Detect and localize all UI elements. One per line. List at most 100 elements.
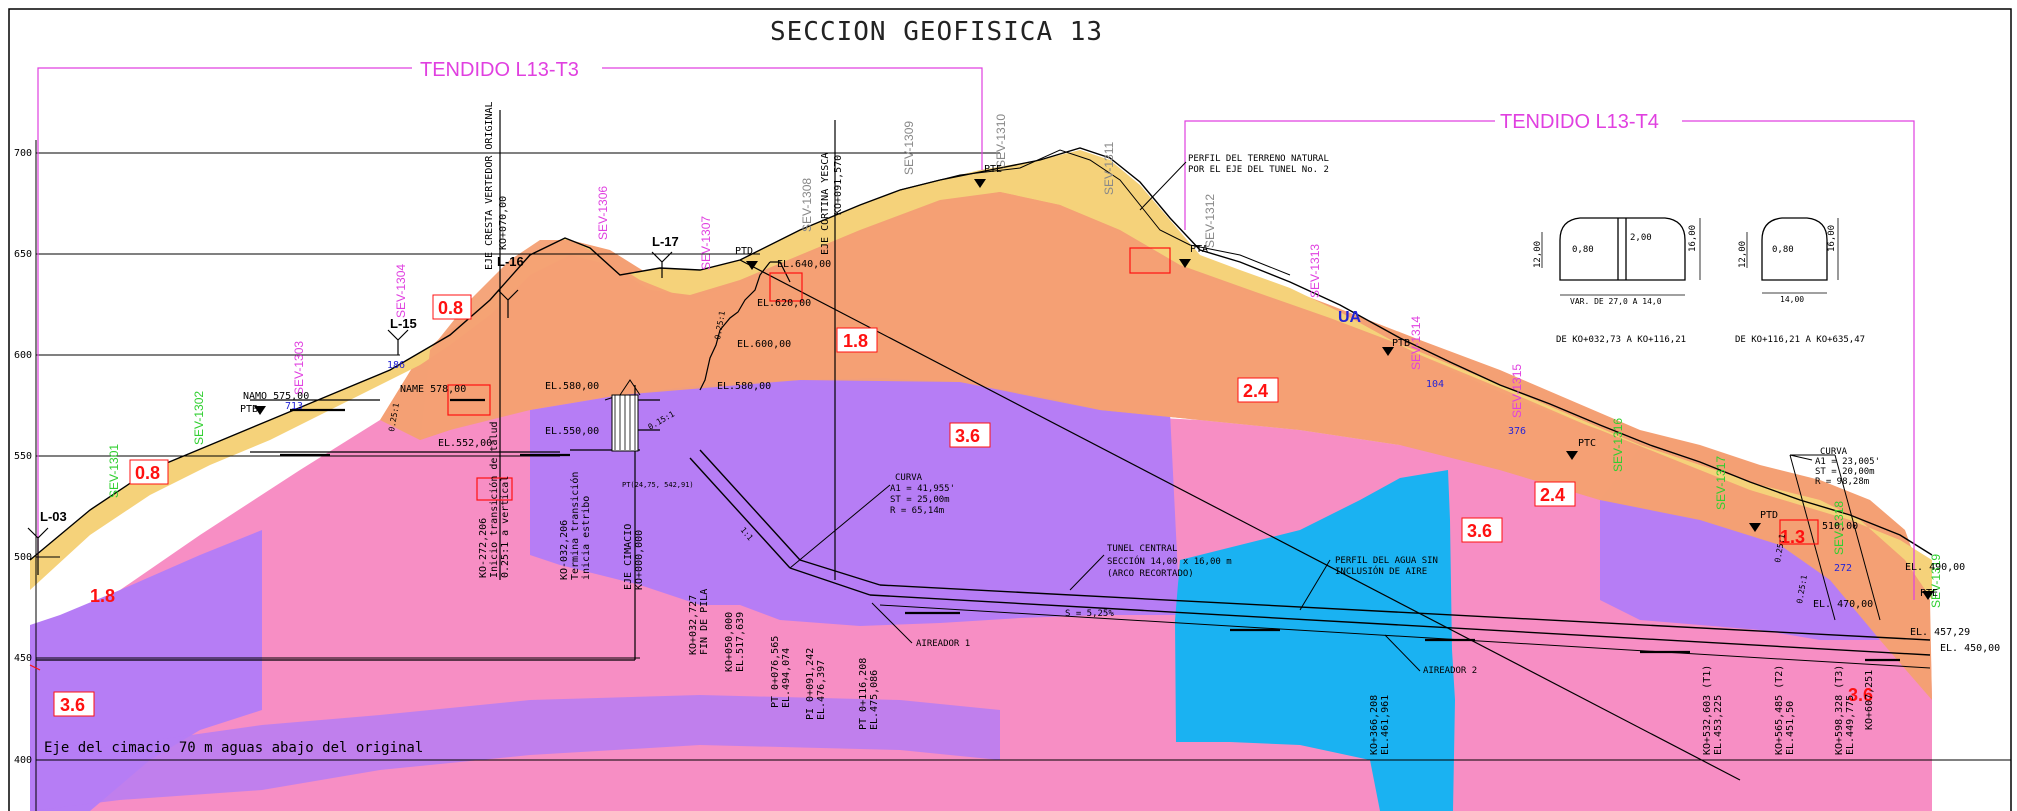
blue-376: 376: [1508, 426, 1526, 437]
tunnel-section-1-labels: 0,80 2,00 12,00 16,00 VAR. DE 27,0 A 14,…: [1533, 225, 1698, 345]
resistivity-3.6-a: 3.6: [60, 695, 85, 715]
layer-purple-right: [1600, 500, 1880, 640]
spread-t4-label: TENDIDO L13-T4: [1500, 111, 1659, 133]
sec1-w1: 0,80: [1572, 245, 1594, 255]
station-pte-1: PTE: [984, 164, 1002, 175]
resistivity-2.4-b: 2.4: [1540, 485, 1565, 505]
pi-091-a: PI 0+091,242: [805, 648, 816, 720]
sev-labels: SEV-1301 SEV-1302 SEV-1303 SEV-1304 SEV-…: [107, 114, 1943, 608]
drawing-frame: [8, 8, 2012, 811]
pt-116-a: PT 0+116,208: [858, 658, 869, 730]
sev-1310: SEV-1310: [994, 114, 1008, 168]
resistivity-0.8-a: 0.8: [438, 298, 463, 318]
ko-050-b: EL.517,639: [735, 612, 746, 672]
spread-t4: [1184, 120, 1915, 600]
station-pte-2: PTE: [1920, 588, 1938, 599]
eje-cimacio-b: KO+000,000: [634, 530, 645, 590]
resistivity-1.8-b: 1.8: [843, 331, 868, 351]
blue-104: 104: [1426, 379, 1444, 390]
pt-076-a: PT 0+076,565: [770, 636, 781, 708]
ko-032-b: Termina transición: [569, 472, 581, 580]
layer-cyan: [1175, 470, 1455, 811]
sev-1307: SEV-1307: [699, 216, 713, 270]
sec1-w2: 2,00: [1630, 233, 1652, 243]
resistivity-0.8-b: 0.8: [135, 463, 160, 483]
layer-purple-mid: [530, 375, 1180, 626]
curva1-title: CURVA: [895, 473, 923, 483]
curva2-a: A1 = 23,005': [1815, 457, 1880, 467]
sev-1304: SEV-1304: [394, 264, 408, 318]
sec2-w1: 0,80: [1772, 245, 1794, 255]
line-l16: L-16: [497, 254, 524, 269]
curva2-title: CURVA: [1820, 447, 1848, 457]
blue-numbers: 713 186 104 376 272: [285, 360, 1852, 574]
tunel-2: SECCIÓN 14,00 x 16,00 m: [1107, 555, 1232, 567]
tick-550: 550: [14, 451, 32, 462]
ko-070: KO+070,00: [498, 196, 509, 250]
name: NAME 578,00: [400, 384, 466, 395]
ko-366-a: KO+366,208: [1369, 695, 1380, 755]
pt-076-b: EL.494,074: [781, 648, 792, 708]
line-l15: L-15: [390, 316, 417, 331]
tunel-3: (ARCO RECORTADO): [1107, 569, 1194, 579]
station-labels: PTB PTD PTE PTA PTB PTC PTD PTE: [240, 164, 1938, 599]
namo: NAMO 575,00: [243, 391, 309, 402]
el-510: 510,00: [1822, 521, 1858, 532]
sec1-h-right: 16,00: [1688, 225, 1698, 252]
water-level-marks: [280, 398, 1900, 662]
resistivity-1.3: 1.3: [1780, 527, 1805, 547]
tunnel-section-2: [1746, 217, 1839, 294]
sev-1312: SEV-1312: [1203, 194, 1217, 248]
curva1-st: ST = 25,00m: [890, 495, 950, 505]
ko-032-c: inicia estribo: [581, 496, 592, 580]
ko-598-b: EL.449,775: [1845, 695, 1856, 755]
resistivity-2.4-a: 2.4: [1243, 381, 1268, 401]
layer-purple-left: [30, 530, 262, 811]
curva2-st: ST = 20,00m: [1815, 467, 1875, 477]
ko-032727-b: FIN DE PILA: [699, 589, 710, 655]
tick-400: 400: [14, 755, 32, 766]
sev-1301: SEV-1301: [107, 444, 121, 498]
blue-713: 713: [285, 401, 303, 412]
sec2-width: 14,00: [1780, 295, 1804, 304]
ko-565-a: KO+565,485 (T2): [1774, 665, 1785, 755]
sev-1303: SEV-1303: [292, 341, 306, 395]
red-marker-boxes: [29, 247, 1819, 671]
ko-607: KO+607,251: [1864, 670, 1875, 730]
el-490: EL. 490,00: [1905, 562, 1965, 573]
sev-1308: SEV-1308: [800, 178, 814, 232]
pt-116-b: EL.475,086: [869, 670, 880, 730]
station-ptd-2: PTD: [1760, 510, 1778, 521]
spread-t3-label: TENDIDO L13-T3: [420, 59, 579, 81]
agua-2: INCLUSIÓN DE AIRE: [1335, 565, 1427, 577]
ko-272-c: 0.25:1 a vertical: [500, 476, 511, 578]
curva1-r: R = 65,14m: [890, 506, 944, 516]
sev-1311: SEV-1311: [1102, 142, 1116, 195]
note-leaders: [789, 161, 1813, 672]
eje-cresta: EJE CRESTA VERTEDOR ORIGINAL: [484, 101, 495, 270]
el-550: EL.550,00: [545, 426, 599, 437]
ko-598-a: KO+598,328 (T3): [1834, 665, 1845, 755]
ko-565-b: EL.451,50: [1785, 701, 1796, 755]
ko-032-a: KO-032,206: [559, 520, 570, 580]
el-450: EL. 450,00: [1940, 643, 2000, 654]
ua-label: UA: [1338, 309, 1362, 326]
sev-1306: SEV-1306: [596, 186, 610, 240]
pi-091-b: EL.476,397: [816, 660, 827, 720]
tunnel-section-1: [1541, 217, 1701, 296]
eje-cortina: EJE CORTINA YESCA: [820, 153, 831, 255]
station-markers: [254, 179, 1934, 600]
el-470: EL. 470,00: [1813, 599, 1873, 610]
ko-532-a: KO+532,603 (T1): [1702, 665, 1713, 755]
sev-1302: SEV-1302: [192, 391, 206, 445]
station-ptb-2: PTB: [1392, 338, 1410, 349]
eje-cimacio-note: Eje del cimacio 70 m aguas abajo del ori…: [44, 740, 423, 756]
tick-450: 450: [14, 653, 32, 664]
resistivity-1.8-a: 1.8: [90, 586, 115, 606]
elevation-grid: [35, 140, 2011, 811]
resistivity-values: 0.8 0.8 1.8 1.8 3.6 3.6 2.4 2.4 3.6 1.3 …: [53, 294, 1873, 717]
notes: PERFIL DEL TERRENO NATURAL POR EL EJE DE…: [890, 154, 1880, 676]
spillway-steps: [36, 110, 836, 661]
el-600: EL.600,00: [737, 339, 791, 350]
sev-1309: SEV-1309: [902, 121, 916, 175]
